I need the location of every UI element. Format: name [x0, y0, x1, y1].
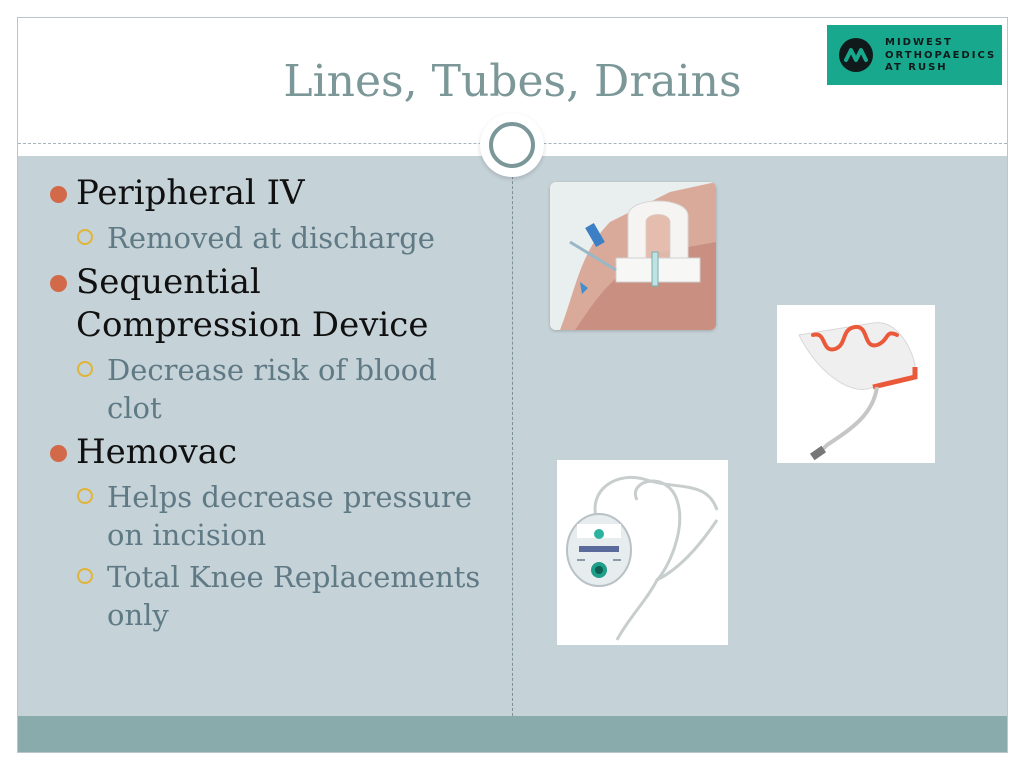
- hemovac-drain-image: [557, 460, 728, 645]
- logo-mark-icon: [839, 38, 873, 72]
- decorative-circle-icon: [480, 113, 544, 177]
- peripheral-iv-image: [550, 182, 716, 330]
- midwest-orthopaedics-logo: MIDWEST ORTHOPAEDICS AT RUSH: [827, 25, 1002, 85]
- sub-bullet: Helps decrease pressure on incision: [48, 478, 488, 554]
- logo-line: ORTHOPAEDICS: [885, 49, 997, 61]
- logo-line: MIDWEST: [885, 37, 953, 48]
- column-divider: [512, 156, 513, 716]
- sub-bullet: Decrease risk of blood clot: [48, 351, 488, 427]
- logo-line: AT RUSH: [885, 62, 948, 73]
- bullet-sequential-compression-device: Sequential Compression Device: [48, 261, 488, 347]
- sub-bullet: Removed at discharge: [48, 219, 488, 257]
- bullet-list: Peripheral IV Removed at discharge Seque…: [48, 172, 488, 638]
- logo-text: MIDWEST ORTHOPAEDICS AT RUSH: [885, 37, 996, 75]
- sub-bullet: Total Knee Replacements only: [48, 558, 488, 634]
- compression-device-image: [777, 305, 935, 463]
- slide: Lines, Tubes, Drains MIDWEST ORTHOPAEDIC…: [17, 17, 1008, 753]
- bullet-hemovac: Hemovac: [48, 431, 488, 474]
- bullet-peripheral-iv: Peripheral IV: [48, 172, 488, 215]
- footer-bar: [18, 716, 1007, 752]
- decorative-ring-icon: [489, 122, 535, 168]
- slide-title: Lines, Tubes, Drains: [283, 56, 742, 107]
